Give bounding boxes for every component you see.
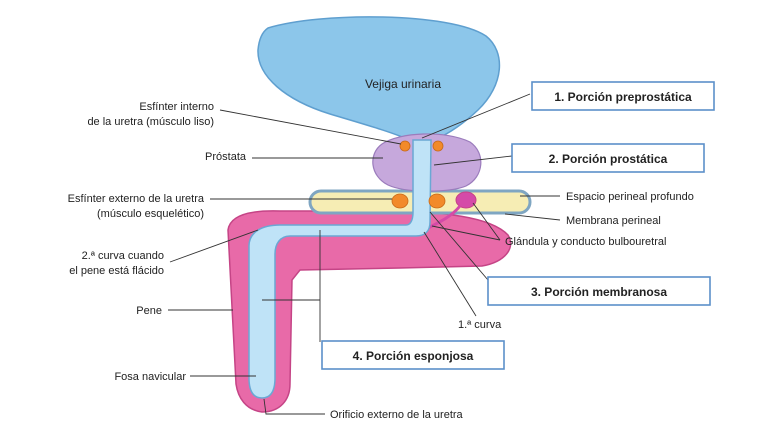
external-sphincter-label-line1: Esfínter externo de la uretra [68,193,205,205]
leader-bulbourethral-2 [431,225,501,241]
internal-sphincter-right [432,140,444,152]
second-curve-label-line1: 2.ª curva cuando [82,250,164,262]
leader-perineal-membrane [504,213,561,221]
prostate-label: Próstata [205,151,247,163]
first-curve-label: 1.ª curva [458,319,502,331]
box-membranous: 3. Porción membranosa [487,276,711,306]
bulbourethral-gland [455,191,477,209]
external-sphincter-right [428,193,446,209]
deep-perineal-space-label: Espacio perineal profundo [566,191,694,203]
external-sphincter-label-line2: (músculo esquelético) [97,208,204,220]
perineal-membrane-label: Membrana perineal [566,215,661,227]
box-preprostatic-label: 1. Porción preprostática [554,90,692,104]
box-membranous-label: 3. Porción membranosa [531,285,667,299]
leader-first-curve [423,231,477,317]
penis-label: Pene [136,305,162,317]
box-spongy: 4. Porción esponjosa [321,340,505,370]
second-curve-label-line2: el pene está flácido [69,265,164,277]
leader-membranous [429,211,489,281]
leader-lines [168,93,561,415]
external-sphincter-left [391,193,409,209]
leader-prostatic [433,155,513,166]
leader-internal-sphincter [219,109,402,145]
internal-sphincter-label-line1: Esfínter interno [139,101,214,113]
leader-bulbourethral-1 [472,202,501,241]
external-orifice-label: Orificio externo de la uretra [330,409,464,421]
leader-second-curve [169,229,259,263]
bulbourethral-label: Glándula y conducto bulbouretral [505,236,666,248]
bladder-label: Vejiga urinaria [365,77,441,91]
navicular-fossa-label: Fosa navicular [114,371,186,383]
box-prostatic: 2. Porción prostática [511,143,705,173]
box-preprostatic: 1. Porción preprostática [531,81,715,111]
internal-sphincter-left [399,140,411,152]
leader-preprostatic [421,93,531,139]
bulbourethral-duct [427,205,462,230]
urethra-tube [248,139,432,399]
leader-external-orifice [263,398,325,415]
box-spongy-label: 4. Porción esponjosa [353,349,474,363]
penis-shape [227,210,512,413]
box-prostatic-label: 2. Porción prostática [549,152,668,166]
internal-sphincter-label-line2: de la uretra (músculo liso) [87,116,214,128]
